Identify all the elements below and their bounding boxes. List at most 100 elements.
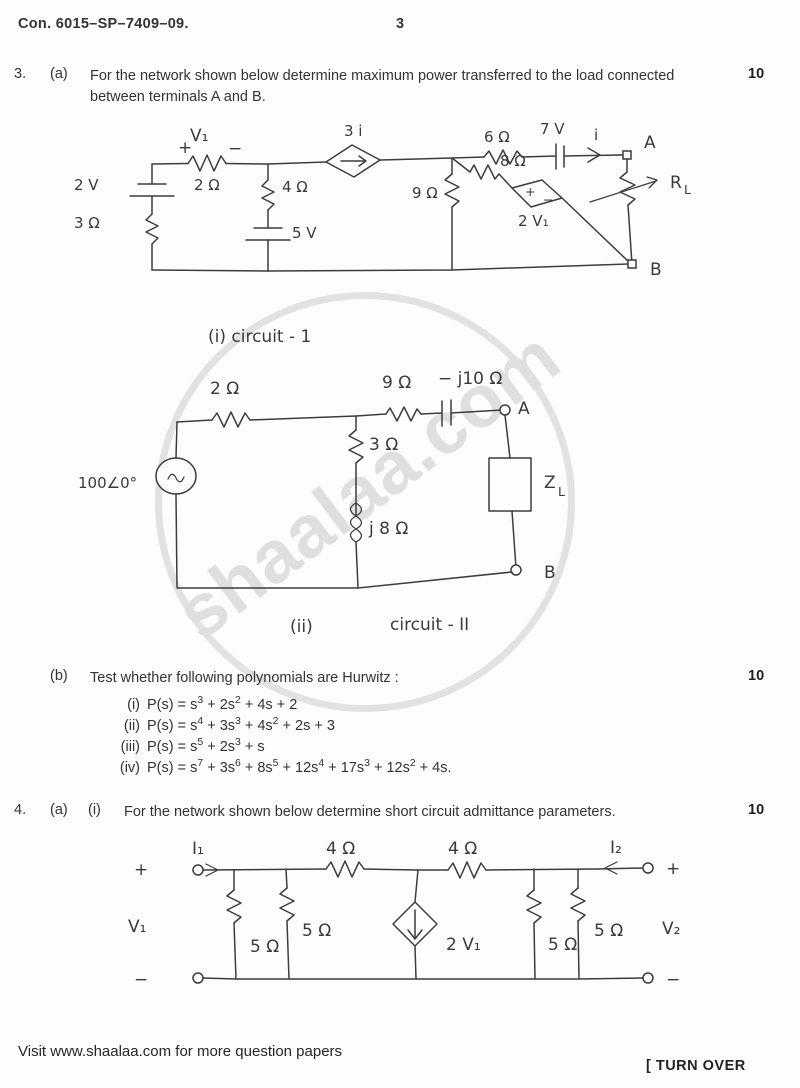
polynomial-exp: 7 [197, 758, 204, 769]
circuit2-xc-label: − j10 Ω [438, 369, 502, 389]
polynomial-term: + 3s [207, 759, 236, 776]
circuit3-dependent-source-label: 2 V₁ [446, 935, 481, 955]
question-4a-sub: (i) [88, 802, 101, 818]
polynomial-term: s [190, 759, 198, 776]
polynomial-exp: 2 [272, 716, 279, 727]
polynomial-term: + s [244, 738, 265, 755]
polynomial-term: + 12s [373, 759, 410, 776]
circuit1-load-label: R [670, 173, 682, 193]
circuit3-plus-right: + [666, 859, 680, 879]
question-3a-text: For the network shown below determine ma… [90, 68, 675, 105]
polynomial-term: + 2s [207, 738, 236, 755]
polynomial-lhs-ii: P(s) = [147, 717, 191, 734]
circuit1-current-i-label: i [594, 126, 598, 144]
question-4-number: 4. [14, 802, 27, 818]
circuit3-v2-label: V₂ [662, 919, 680, 939]
circuit3-r5c-label: 5 Ω [548, 935, 577, 955]
polynomial-term: s [190, 738, 198, 755]
circuit3-minus-right: − [666, 970, 680, 990]
polynomial-exp: 2 [409, 758, 416, 769]
circuit2-terminal-b: B [544, 563, 556, 583]
polynomial-exp: 3 [197, 695, 204, 706]
circuit1-v7-label: 7 V [540, 120, 565, 138]
polynomial-term: + 8s [244, 759, 273, 776]
polynomial-item-iv: (iv)P(s) = s7 + 3s6 + 8s5 + 12s4 + 17s3 … [106, 753, 452, 779]
circuit1-dependent-current-label: 3 i [344, 122, 362, 140]
circuit3-r4a-label: 4 Ω [326, 839, 355, 859]
circuit1-r4-label: 4 Ω [282, 178, 308, 196]
question-3a-marks: 10 [748, 66, 765, 82]
circuit2-terminal-a: A [518, 399, 530, 419]
circuit3-r5b-label: 5 Ω [302, 921, 331, 941]
polynomial-term: + 17s [328, 759, 365, 776]
polynomial-exp: 3 [235, 737, 241, 748]
polynomial-exp: 6 [235, 758, 241, 769]
circuit1-load-sublabel: L [684, 182, 691, 197]
circuit2-load-label: Z [544, 473, 556, 493]
circuit1-r6-label: 6 Ω [484, 128, 510, 146]
circuit1-v1-label: V₁ [190, 126, 208, 146]
question-3b-part: (b) [50, 668, 68, 684]
circuit2-load-sublabel: L [558, 484, 565, 499]
circuit1-r9-label: 9 Ω [412, 184, 438, 202]
circuit2-r9-label: 9 Ω [382, 373, 411, 393]
circuit1-v5-label: 5 V [292, 224, 317, 242]
circuit1-source-resistance: 3 Ω [74, 214, 100, 232]
circuit-diagram-3: + − V₁ I₁ 4 Ω 4 Ω [110, 838, 690, 1003]
circuit1-r8-label: 8 Ω [500, 152, 526, 170]
polynomial-term: + 4s [244, 717, 273, 734]
polynomial-item-ii: (ii)P(s) = s4 + 3s3 + 4s2 + 2s + 3 [106, 711, 335, 737]
polynomial-exp: 5 [197, 737, 204, 748]
exam-code: Con. 6015–SP–7409–09. [18, 16, 189, 32]
circuit2-xl-label: j 8 Ω [368, 519, 408, 539]
circuit-diagram-2: (i) circuit - 1 100∠0° 2 Ω 3 Ω [78, 316, 600, 646]
polynomial-exp: 2 [235, 695, 241, 706]
circuit1-v1-plus: + [178, 138, 192, 158]
circuit3-i2-label: I₂ [610, 838, 622, 858]
circuit1-terminal-a: A [644, 133, 656, 153]
footer-turn-over: [ TURN OVER [646, 1058, 746, 1074]
circuit2-r2-label: 2 Ω [210, 379, 239, 399]
polynomial-term: + 2s [282, 717, 311, 734]
circuit1-r2-label: 2 Ω [194, 176, 220, 194]
circuit1-dep-minus: − [543, 192, 553, 207]
circuit2-caption-bottom: (ii) [290, 617, 313, 637]
polynomial-term: s [190, 717, 198, 734]
question-4a-marks: 10 [748, 802, 765, 818]
circuit3-r4b-label: 4 Ω [448, 839, 477, 859]
polynomial-item-iii: (iii) P(s) = s5 + 2s3 + s [106, 732, 265, 758]
polynomial-exp: 4 [197, 716, 204, 727]
polynomial-term: + 12s [282, 759, 319, 776]
polynomial-exp: 5 [272, 758, 279, 769]
polynomial-term: + 3s [207, 717, 236, 734]
circuit3-r5d-label: 5 Ω [594, 921, 623, 941]
circuit3-v1-label: V₁ [128, 917, 146, 937]
circuit3-r5a-label: 5 Ω [250, 937, 279, 957]
question-3-number: 3. [14, 66, 27, 82]
circuit2-r3-label: 3 Ω [369, 435, 398, 455]
polynomial-label-ii: (ii) [123, 717, 140, 734]
circuit1-terminal-b: B [650, 260, 662, 280]
question-3b-text: Test whether following polynomials are H… [90, 670, 399, 686]
footer-visit-text: Visit www.shaalaa.com for more question … [18, 1043, 343, 1060]
polynomial-term: s [190, 696, 198, 713]
polynomial-lhs-iii: P(s) = [147, 738, 191, 755]
circuit-diagram-1: + − V₁ 2 Ω 2 V 3 Ω [60, 118, 691, 288]
question-3b-marks: 10 [748, 668, 765, 684]
page-number: 3 [396, 16, 405, 32]
circuit3-plus-left: + [134, 860, 148, 880]
polynomial-label-iv: (iv) [119, 759, 140, 776]
polynomial-lhs-iv: P(s) = [147, 759, 191, 776]
polynomial-exp: 3 [235, 716, 241, 727]
polynomial-exp: 3 [364, 758, 370, 769]
polynomial-label-iii: (iii) [120, 738, 140, 755]
circuit1-dep-plus: + [525, 184, 535, 199]
circuit2-caption-bottom2: circuit - II [390, 615, 469, 635]
circuit2-source-label: 100∠0° [78, 474, 137, 492]
polynomial-label-i: (i) [127, 696, 140, 713]
circuit1-dependent-voltage-label: 2 V₁ [518, 212, 549, 230]
page-header: Con. 6015–SP–7409–09. 3 [18, 16, 782, 38]
polynomial-exp: 4 [318, 758, 325, 769]
circuit2-caption-top: (i) circuit - 1 [208, 327, 311, 347]
